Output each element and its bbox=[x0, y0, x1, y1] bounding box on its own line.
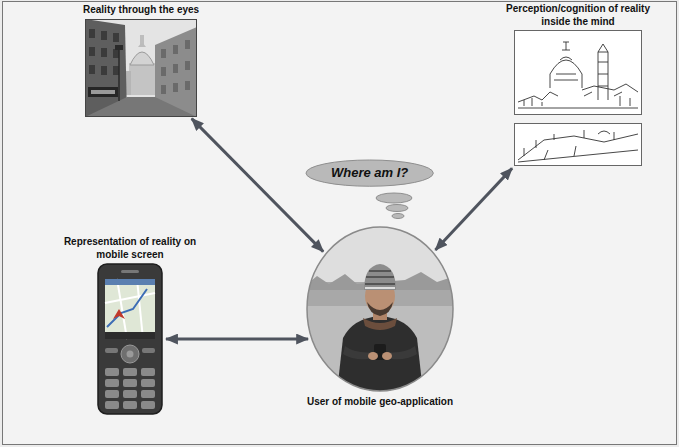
double-arrow bbox=[166, 338, 308, 341]
caption-label: User of mobile geo-application bbox=[305, 396, 455, 409]
user-circle-node: User of mobile geo-application bbox=[305, 224, 455, 409]
double-arrow bbox=[435, 168, 512, 250]
caption-label: Reality through the eyes bbox=[83, 4, 199, 17]
caption-label: Representation of reality on mobile scre… bbox=[50, 236, 210, 261]
mind-sketch-node: Perception/cognition of reality inside t… bbox=[503, 3, 653, 166]
double-arrow bbox=[192, 119, 324, 252]
user-photo-circle bbox=[305, 226, 455, 392]
caption-label: Perception/cognition of reality inside t… bbox=[503, 3, 653, 28]
mind-sketches bbox=[514, 30, 642, 166]
reality-photo-node: Reality through the eyes bbox=[83, 4, 199, 117]
mobile-phone bbox=[97, 263, 163, 415]
thought-ellipse: Where am I? bbox=[305, 159, 434, 187]
mobile-screen-node: Representation of reality on mobile scre… bbox=[50, 236, 210, 415]
thought-bubble bbox=[392, 214, 404, 219]
thought-bubble bbox=[376, 193, 412, 203]
thought-text: Where am I? bbox=[331, 165, 408, 181]
street-photo bbox=[85, 19, 197, 117]
thought-bubble bbox=[386, 205, 408, 212]
